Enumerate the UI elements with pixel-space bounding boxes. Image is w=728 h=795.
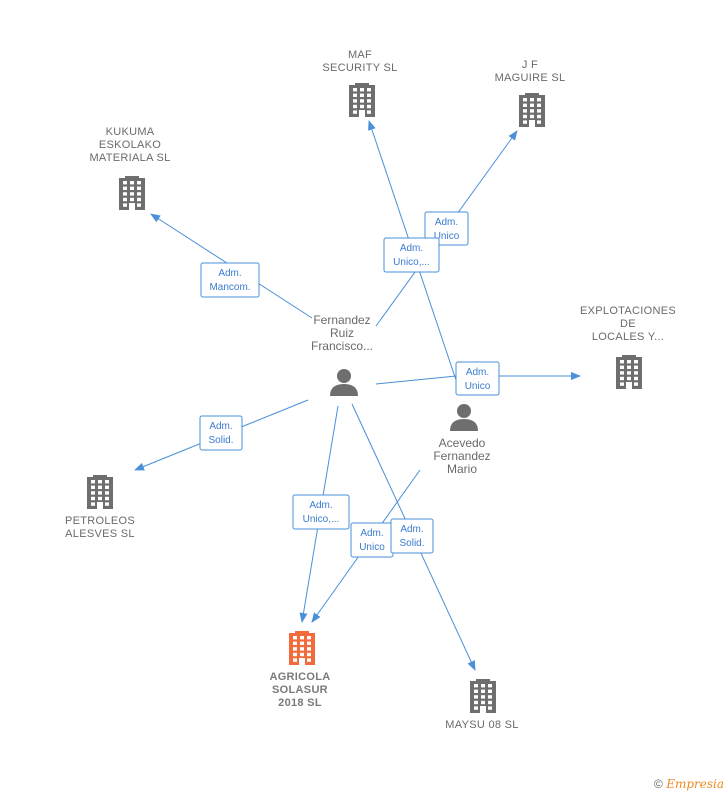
- building-icon: [119, 176, 145, 210]
- company-label-line-1: ESKOLAKO: [99, 139, 161, 151]
- relation-label-r-jf[interactable]: Adm. Unico: [424, 211, 469, 246]
- person-label-line-0: Fernandez: [313, 313, 370, 327]
- relation-text: Adm.: [435, 217, 458, 228]
- relation-labels: Adm.Mancom.Adm.UnicoAdm.Unico,...Adm.Uni…: [199, 211, 500, 558]
- relation-label-r-petroleos[interactable]: Adm. Solid.: [199, 415, 243, 451]
- relation-label-r-agri1[interactable]: Adm. Unico,...: [292, 494, 350, 530]
- relation-text: Adm.: [360, 528, 383, 539]
- person-label-line-2: Mario: [447, 462, 477, 476]
- relation-text: Unico: [359, 542, 385, 553]
- company-label-line-1: SOLASUR: [272, 684, 328, 696]
- building-icon: [470, 679, 496, 713]
- footer: © Empresia: [654, 777, 724, 791]
- building-icon: [289, 631, 315, 665]
- building-icon: [519, 93, 545, 127]
- relation-text: Unico,...: [303, 514, 340, 525]
- relation-text: Unico: [434, 231, 460, 242]
- relation-text: Adm.: [400, 243, 423, 254]
- relation-label-r-maysu[interactable]: Adm. Solid.: [390, 518, 434, 554]
- person-icon: [450, 404, 478, 431]
- company-label-line-0: MAF: [348, 49, 372, 61]
- relation-label-r-kukuma[interactable]: Adm. Mancom.: [200, 262, 260, 298]
- person-label-line-1: Fernandez: [433, 449, 490, 463]
- relation-label-r-agri2[interactable]: Adm. Unico: [350, 522, 394, 558]
- relation-text: Solid.: [399, 538, 424, 549]
- person-icon: [330, 369, 358, 396]
- relation-text: Unico,...: [393, 257, 430, 268]
- company-label-line-0: MAYSU 08 SL: [445, 719, 518, 731]
- company-label-line-2: LOCALES Y...: [592, 331, 664, 343]
- company-label-line-0: KUKUMA: [106, 126, 155, 138]
- relation-text: Adm.: [209, 421, 232, 432]
- company-label-line-2: 2018 SL: [278, 697, 322, 709]
- relation-label-r-explot[interactable]: Adm. Unico: [455, 361, 500, 396]
- company-label-line-1: SECURITY SL: [322, 62, 397, 74]
- relation-text: Adm.: [400, 524, 423, 535]
- building-icon: [349, 83, 375, 117]
- person-label-line-1: Ruiz: [330, 326, 354, 340]
- copyright-symbol: ©: [654, 777, 663, 791]
- company-label-line-1: MAGUIRE SL: [495, 72, 566, 84]
- person-label-line-2: Francisco...: [311, 339, 373, 353]
- brand-logo[interactable]: Empresia: [666, 777, 724, 791]
- relation-label-r-maf[interactable]: Adm. Unico,...: [383, 237, 440, 273]
- person-node-fernandez[interactable]: FernandezRuizFrancisco...: [311, 313, 373, 396]
- person-label-line-0: Acevedo: [439, 436, 486, 450]
- company-label-line-2: MATERIALA SL: [89, 152, 170, 164]
- relation-text: Mancom.: [209, 282, 250, 293]
- relation-text: Unico: [465, 381, 491, 392]
- building-icon: [87, 475, 113, 509]
- company-node-maysu[interactable]: MAYSU 08 SL: [445, 679, 518, 731]
- company-label-line-1: ALESVES SL: [65, 528, 135, 540]
- relation-text: Solid.: [208, 435, 233, 446]
- relation-text: Adm.: [309, 500, 332, 511]
- relation-text: Adm.: [218, 268, 241, 279]
- relation-text: Adm.: [466, 367, 489, 378]
- building-icon: [616, 355, 642, 389]
- company-label-line-0: EXPLOTACIONES: [580, 305, 676, 317]
- company-label-line-1: DE: [620, 318, 636, 330]
- company-label-line-0: PETROLEOS: [65, 515, 135, 527]
- company-label-line-0: AGRICOLA: [269, 671, 330, 683]
- company-label-line-0: J F: [522, 59, 538, 71]
